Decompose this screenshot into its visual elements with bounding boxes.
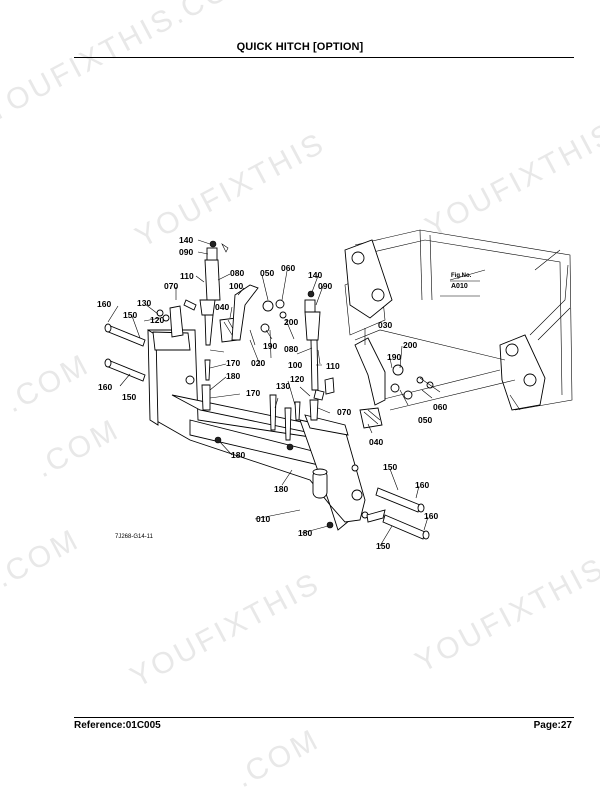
callout: 160 [415,480,429,490]
callout: 180 [226,371,240,381]
callout: 200 [403,340,417,350]
callout: 020 [251,358,265,368]
center-lever [294,290,434,429]
left-pins [104,240,334,529]
callout: 070 [164,281,178,291]
callout: 110 [326,361,340,371]
callout: 100 [229,281,243,291]
loader-frame [344,229,573,411]
callout: 150 [383,462,397,472]
fig-no-label: Fig.No. [451,273,472,279]
right-pins [375,487,430,540]
callout: 050 [260,268,274,278]
callout: 100 [288,360,302,370]
callout: 120 [290,374,304,384]
callout: 010 [256,514,270,524]
callout: 150 [376,541,390,551]
callout: 070 [337,407,351,417]
callout: 150 [122,392,136,402]
callout: 130 [137,298,151,308]
footer-rule [74,717,574,718]
callout: 090 [179,247,193,257]
callout: 190 [263,341,277,351]
callout: 160 [98,382,112,392]
callout: 040 [215,302,229,312]
callout: 160 [424,511,438,521]
callout: 050 [418,415,432,425]
callout-labels: 140 090 110 080 070 050 060 160 130 120 … [97,235,480,551]
callout: 080 [230,268,244,278]
callout: 180 [231,450,245,460]
callout: 040 [369,437,383,447]
callout: 190 [387,352,401,362]
callout: 120 [150,315,164,325]
callout: 130 [276,381,290,391]
fig-no-value: A010 [451,283,468,290]
callout: 160 [97,299,111,309]
callout: 180 [274,484,288,494]
callout: 170 [226,358,240,368]
callout: 150 [123,310,137,320]
callout: 140 [308,270,322,280]
page-title: QUICK HITCH [OPTION] [236,41,364,53]
callout: 030 [378,320,392,330]
callout: 110 [180,271,194,281]
callout: 060 [281,263,295,273]
figure-code: 7J268-G14-11 [115,534,154,540]
leader-lines [107,239,486,547]
callout: 080 [284,344,298,354]
callout: 090 [318,281,332,291]
exploded-parts-diagram: 140 090 110 080 070 050 060 160 130 120 … [97,229,573,551]
reference-code: Reference:01C005 [74,720,161,731]
callout: 200 [284,317,298,327]
callout: 140 [179,235,193,245]
page-number: Page:27 [533,720,572,731]
header-rule [74,57,574,58]
hitch-plate [147,329,386,531]
callout: 180 [298,528,312,538]
callout: 060 [433,402,447,412]
callout: 170 [246,388,260,398]
